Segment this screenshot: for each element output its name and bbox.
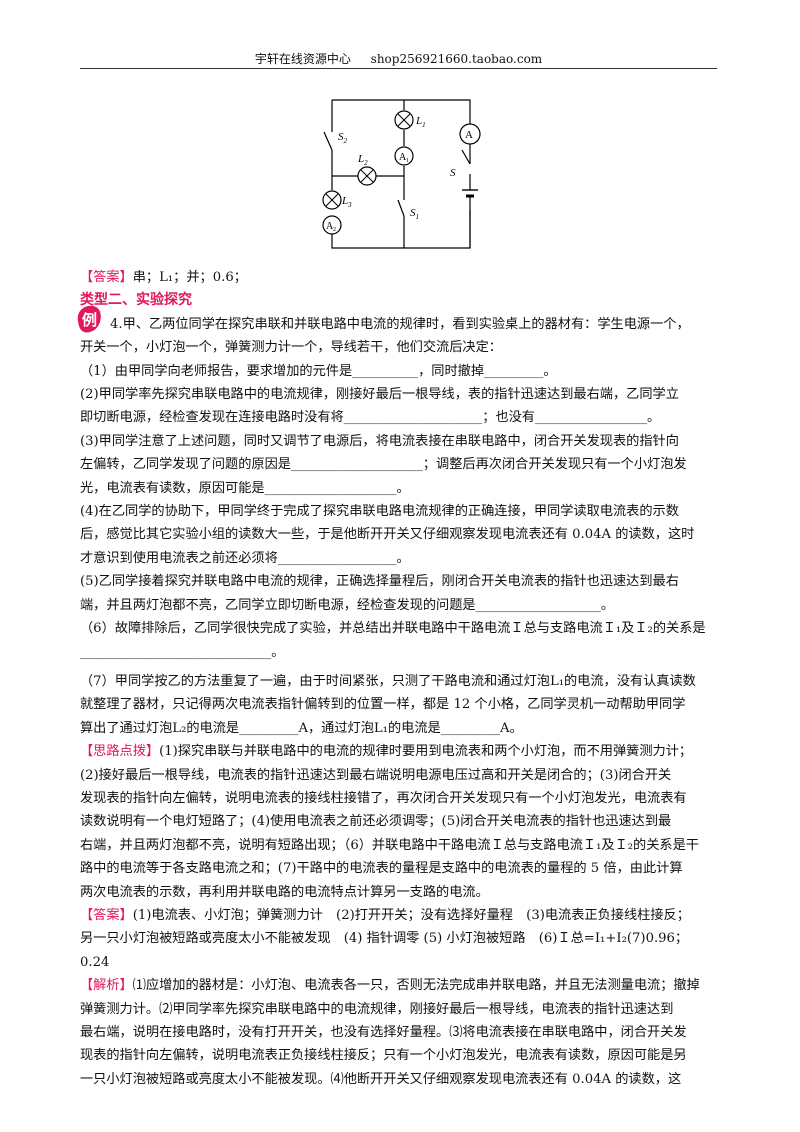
hint-tag: 【思路点拨】 (80, 744, 160, 760)
analysis-line-0: ⑴应增加的器材是：小灯泡、电流表各一只，否则无法完成串并联电路，并且无法测量电流… (132, 978, 700, 994)
question-line-16: 就整理了器材，只记得两次电流表指针偏转到的位置一样，都是 12 个小格，乙同学灵… (80, 697, 686, 713)
document-body: 【答案】串；L₁；并；0.6； 类型二、实验探究 例 4.甲、乙两位同学在探究串… (77, 266, 717, 1091)
question-line-2: （1）由甲同学向老师报告，要求增加的元件是__________，同时撤掉____… (80, 363, 557, 379)
ammeter-A2-icon: A 2 (322, 215, 342, 235)
circuit-diagram: A 1 A 2 A S2 L1 L2 L3 S1 S (322, 99, 481, 249)
answer-1-text: 串；L₁；并；0.6； (132, 270, 247, 285)
ammeter-A1-icon: A 1 (394, 146, 414, 166)
hint-line-4: 右端，并且两灯泡都不亮，说明有短路出现；（6）并联电路中干路电流Ｉ总与支路电流Ｉ… (80, 837, 699, 853)
analysis-tag: 【解析】 (80, 978, 133, 994)
svg-text:L2: L2 (357, 153, 368, 167)
question-line-13: （6）故障排除后，乙同学很快完成了实验，并总结出并联电路中干路电流Ｉ总与支路电流… (80, 621, 706, 637)
question-line-11: (5)乙同学接着探究并联电路中电流的规律，正确选择量程后，刚闭合开关电流表的指针… (80, 574, 679, 590)
analysis-block: 【解析】⑴应增加的器材是：小灯泡、电流表各一只，否则无法完成串并联电路，并且无法… (80, 974, 717, 1091)
answer-1: 【答案】串；L₁；并；0.6； (80, 266, 717, 289)
analysis-line-1: 弹簧测力计。⑵甲同学率先探究串联电路中的电流规律，刚接好最后一根导线，电流表的指… (80, 1001, 674, 1017)
hint-line-6: 两次电流表的示数，再利用并联电路的电流特点计算另一支路的电流。 (80, 884, 489, 900)
svg-text:S: S (450, 167, 456, 179)
svg-text:A: A (326, 221, 334, 232)
hint-line-0: (1)探究串联与并联电路中的电流的规律时要用到电流表和两个小灯泡，而不用弹簧测力… (159, 744, 693, 760)
ammeter-main-icon: A (459, 123, 481, 145)
question-line-0: 4.甲、乙两位同学在探究串联和并联电路中电流的规律时，看到实验桌上的器材有：学生… (110, 316, 690, 332)
svg-text:L1: L1 (415, 115, 426, 129)
svg-text:A: A (399, 152, 407, 163)
question-line-3: (2)甲同学率先探究串联电路中的电流规律，刚接好最后一根导线，表的指针迅速达到最… (80, 387, 679, 403)
lamp-L2-icon (357, 166, 377, 186)
svg-text:2: 2 (333, 227, 336, 233)
lamp-L3-icon (322, 190, 342, 210)
question-line-17: 算出了通过灯泡L₂的电流是_________A，通过灯泡L₁的电流是______… (80, 720, 523, 736)
answer-1-tag: 【答案】 (80, 270, 133, 285)
hint-line-2: 发现表的指针向左偏转，说明电流表的接线柱接错了，再次闭合开关发现只有一个小灯泡发… (80, 790, 687, 806)
answer-2-line-0: (1)电流表、小灯泡；弹簧测力计 (2)打开开关；没有选择好量程 (3)电流表正… (132, 907, 690, 923)
question-line-10: 才意识到使用电流表之前还必须将__________________。 (80, 550, 410, 566)
svg-text:例: 例 (82, 311, 97, 329)
svg-text:A: A (465, 129, 473, 141)
question-line-14: _____________________________。 (80, 644, 285, 660)
svg-text:1: 1 (406, 158, 409, 164)
analysis-line-4: 一只小灯泡被短路或亮度太小不能被发现。⑷他断开开关又仔细观察发现电流表还有 0.… (80, 1071, 682, 1087)
question-line-9: 后，感觉比其它实验小组的读数大一些，于是他断开开关又仔细观察发现电流表还有 0.… (80, 527, 695, 543)
battery-icon (462, 164, 478, 248)
answer-2-line-2: 0.24 (80, 954, 110, 970)
question-line-4: 即切断电源，经检查发现在连接电路时没有将____________________… (80, 410, 661, 426)
header-site-name: 宇轩在线资源中心 (254, 52, 351, 66)
hint-block: 【思路点拨】(1)探究串联与并联电路中的电流的规律时要用到电流表和两个小灯泡，而… (80, 740, 717, 904)
lamp-L1-icon (394, 110, 414, 130)
svg-text:S1: S1 (410, 207, 419, 221)
svg-text:S2: S2 (338, 131, 348, 145)
hint-line-1: (2)接好最后一根导线，电流表的指针迅速达到最右端说明电源电压过高和开关是闭合的… (80, 767, 672, 783)
answer-2-tag: 【答案】 (80, 907, 133, 923)
analysis-line-2: 最右端，说明在接电路时，没有打开开关，也没有选择好量程。⑶将电流表接在串联电路中… (80, 1025, 687, 1040)
answer-2-block: 【答案】(1)电流表、小灯泡；弹簧测力计 (2)打开开关；没有选择好量程 (3)… (80, 904, 717, 974)
answer-2-line-1: 另一只小灯泡被短路或亮度太小不能被发现 (4) 指针调零 (5) 小灯泡被短路 … (80, 931, 689, 947)
question-block: 例 4.甲、乙两位同学在探究串联和并联电路中电流的规律时，看到实验桌上的器材有：… (77, 305, 717, 740)
question-line-7: 光，电流表有读数，原因可能是____________________。 (80, 480, 410, 496)
question-line-6: 左偏转，乙同学发现了问题的原因是____________________；调整后… (80, 457, 687, 473)
hint-line-3: 读数说明有一个电灯短路了；(4)使用电流表之前还必须调零；(5)闭合开关电流表的… (80, 814, 672, 830)
section-title: 类型二、实验探究 (80, 292, 192, 309)
question-line-15: （7）甲同学按乙的方法重复了一遍，由于时间紧张，只测了干路电流和通过灯泡L₁的电… (80, 673, 696, 689)
question-line-8: (4)在乙同学的协助下，甲同学终于完成了探究串联电路电流规律的正确连接，甲同学读… (80, 504, 679, 520)
question-line-1: 开关一个，小灯泡一个，弹簧测力计一个，导线若干，他们交流后决定： (80, 340, 502, 356)
question-line-5: (3)甲同学注意了上述问题，同时又调节了电源后，将电流表接在串联电路中，闭合开关… (80, 433, 679, 449)
svg-text:L3: L3 (341, 195, 352, 209)
page-header: 宇轩在线资源中心 shop256921660.taobao.com (80, 50, 717, 69)
question-line-12: 端，并且两灯泡都不亮，乙同学立即切断电源，经检查发现的问题是__________… (80, 597, 615, 613)
example-badge-icon: 例 (77, 305, 101, 333)
analysis-line-3: 现表的指针向左偏转，说明电流表正负接线柱接反；只有一个小灯泡发光，电流表有读数，… (80, 1048, 687, 1064)
header-shop-url: shop256921660.taobao.com (370, 52, 543, 66)
hint-line-5: 路中的电流等于各支路电流之和；(7)干路中的电流表的量程是支路中的电流表的量程的… (80, 861, 683, 877)
